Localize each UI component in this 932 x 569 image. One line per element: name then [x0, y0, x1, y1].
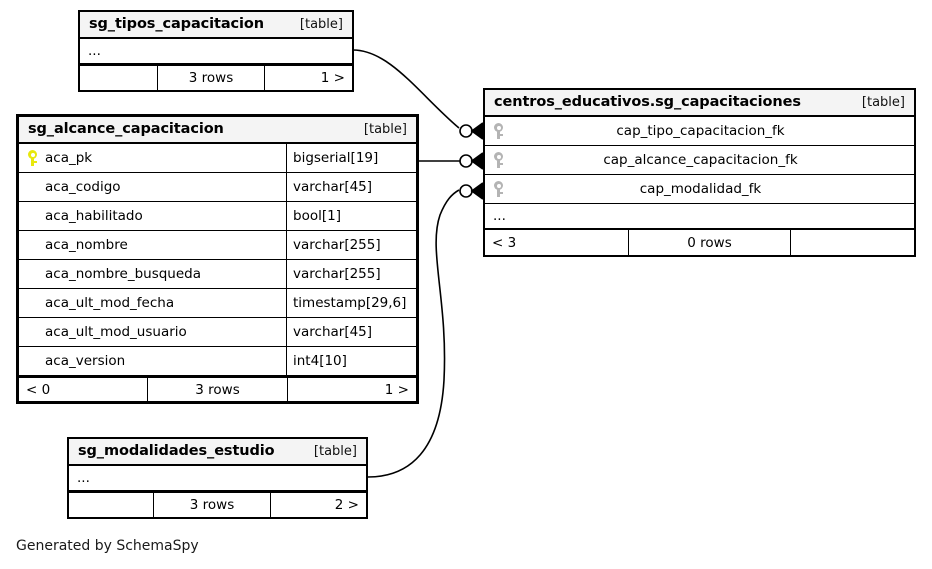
table-kind-label: [table] [861, 94, 905, 110]
table-sg-alcance-capacitacion[interactable]: sg_alcance_capacitacion [table] aca_pk b… [16, 114, 419, 404]
table-row[interactable]: aca_ult_mod_usuario varchar[45] [19, 318, 416, 347]
footer-row-count: 3 rows [157, 66, 264, 90]
table-row[interactable]: aca_nombre varchar[255] [19, 231, 416, 260]
table-footer: < 3 0 rows [485, 230, 914, 255]
column-type: timestamp[29,6] [286, 289, 416, 317]
no-key-icon [27, 208, 38, 224]
table-header: sg_modalidades_estudio [table] [69, 439, 366, 466]
relationship-alcance-capacitacion [419, 152, 484, 170]
column-name: aca_habilitado [45, 208, 143, 224]
column-name: aca_version [45, 353, 126, 369]
table-row[interactable]: cap_tipo_capacitacion_fk [485, 117, 914, 146]
table-row[interactable]: aca_ult_mod_fecha timestamp[29,6] [19, 289, 416, 318]
column-type: varchar[255] [286, 231, 416, 259]
table-header: sg_alcance_capacitacion [table] [19, 117, 416, 144]
column-name: aca_codigo [45, 179, 121, 195]
column-type: varchar[45] [286, 173, 416, 201]
table-sg-modalidades-estudio[interactable]: sg_modalidades_estudio [table] ... 3 row… [67, 437, 368, 519]
footer-children-count: 1 > [264, 66, 352, 90]
column-name-cell: aca_ult_mod_usuario [19, 318, 286, 346]
column-name: aca_nombre [45, 237, 128, 253]
column-name-cell: aca_ult_mod_fecha [19, 289, 286, 317]
table-sg-tipos-capacitacion[interactable]: sg_tipos_capacitacion [table] ... 3 rows… [78, 10, 354, 92]
column-type: bigserial[19] [286, 144, 416, 172]
table-header: sg_tipos_capacitacion [table] [80, 12, 352, 39]
column-name-cell: cap_tipo_capacitacion_fk [485, 117, 914, 145]
table-title: centros_educativos.sg_capacitaciones [494, 94, 801, 110]
collapsed-columns-ellipsis[interactable]: ... [485, 204, 914, 230]
table-row[interactable]: aca_version int4[10] [19, 347, 416, 376]
footer-children-count: 1 > [287, 378, 416, 401]
no-key-icon [27, 237, 38, 253]
column-type: varchar[45] [286, 318, 416, 346]
footer-parents-count: < 3 [492, 234, 517, 251]
footer-parents-count: < 0 [26, 381, 51, 398]
table-row[interactable]: aca_pk bigserial[19] [19, 144, 416, 173]
column-name: cap_alcance_capacitacion_fk [603, 152, 798, 168]
table-title: sg_tipos_capacitacion [89, 16, 264, 32]
no-key-icon [27, 324, 38, 340]
table-centros-educativos-sg-capacitaciones[interactable]: centros_educativos.sg_capacitaciones [ta… [483, 88, 916, 257]
table-row[interactable]: cap_alcance_capacitacion_fk [485, 146, 914, 175]
collapsed-columns-ellipsis[interactable]: ... [80, 39, 352, 65]
column-name: cap_tipo_capacitacion_fk [616, 123, 785, 139]
table-footer: 3 rows 2 > [69, 492, 366, 517]
column-name-cell: aca_habilitado [19, 202, 286, 230]
table-footer: < 0 3 rows 1 > [19, 376, 416, 401]
column-name: cap_modalidad_fk [639, 181, 762, 197]
column-name-cell: aca_nombre [19, 231, 286, 259]
no-key-icon [27, 266, 38, 282]
table-row[interactable]: aca_habilitado bool[1] [19, 202, 416, 231]
column-name: aca_nombre_busqueda [45, 266, 201, 282]
column-type: bool[1] [286, 202, 416, 230]
table-title: sg_alcance_capacitacion [28, 121, 224, 137]
table-row[interactable]: cap_modalidad_fk [485, 175, 914, 204]
table-row[interactable]: aca_nombre_busqueda varchar[255] [19, 260, 416, 289]
column-name: aca_pk [45, 150, 93, 166]
column-name-cell: cap_alcance_capacitacion_fk [485, 146, 914, 174]
column-name-cell: aca_nombre_busqueda [19, 260, 286, 288]
no-key-icon [27, 179, 38, 195]
column-name-cell: aca_codigo [19, 173, 286, 201]
no-key-icon [27, 295, 38, 311]
footer-children-count [790, 230, 914, 255]
foreign-key-icon [493, 123, 504, 139]
footer-parents-count [80, 66, 157, 90]
primary-key-icon [27, 150, 38, 166]
table-title: sg_modalidades_estudio [78, 443, 275, 459]
generated-by-note: Generated by SchemaSpy [16, 538, 199, 554]
collapsed-columns-ellipsis[interactable]: ... [69, 466, 366, 492]
column-name: aca_ult_mod_fecha [45, 295, 175, 311]
column-name-cell: aca_version [19, 347, 286, 375]
footer-row-count: 3 rows [153, 493, 270, 517]
table-kind-label: [table] [313, 443, 357, 459]
table-footer: 3 rows 1 > [80, 65, 352, 90]
footer-children-count: 2 > [270, 493, 366, 517]
table-row[interactable]: aca_codigo varchar[45] [19, 173, 416, 202]
column-type: int4[10] [286, 347, 416, 375]
table-kind-label: [table] [363, 121, 407, 137]
footer-row-count: 3 rows [147, 378, 287, 401]
column-name: aca_ult_mod_usuario [45, 324, 187, 340]
foreign-key-icon [493, 181, 504, 197]
no-key-icon [27, 353, 38, 369]
column-type: varchar[255] [286, 260, 416, 288]
foreign-key-icon [493, 152, 504, 168]
table-header: centros_educativos.sg_capacitaciones [ta… [485, 90, 914, 117]
column-name-cell: aca_pk [19, 144, 286, 172]
footer-row-count: 0 rows [628, 230, 790, 255]
column-name-cell: cap_modalidad_fk [485, 175, 914, 203]
footer-parents-count [69, 493, 153, 517]
table-kind-label: [table] [299, 16, 343, 32]
